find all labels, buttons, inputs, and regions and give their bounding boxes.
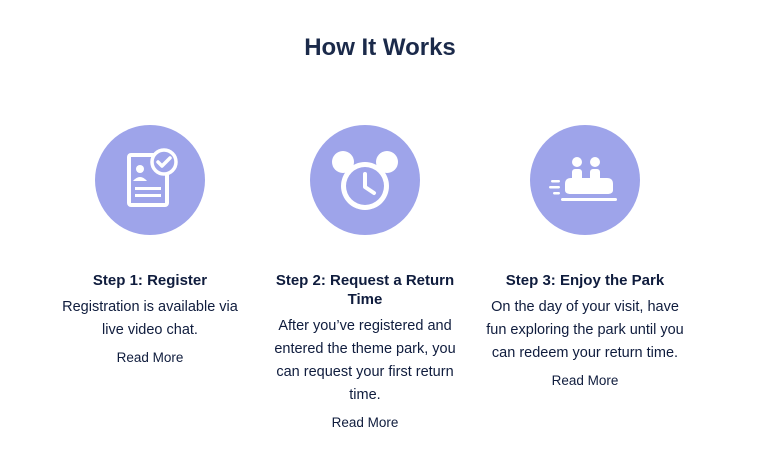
step-description: Registration is available via live video…	[62, 299, 238, 338]
step-title: Step 1: Register	[92, 272, 208, 289]
step-description: On the day of your visit, have fun explo…	[486, 299, 684, 361]
step-title: Step 3: Enjoy the Park	[505, 272, 665, 289]
read-more-link[interactable]: Read More	[331, 415, 399, 430]
page-title: How It Works	[304, 34, 456, 61]
ride-vehicle-icon	[530, 125, 640, 235]
mickey-clock-icon	[310, 125, 420, 235]
registration-checkmark-icon	[95, 125, 205, 235]
step-enjoy-park: Step 3: Enjoy the Park On the day of you…	[485, 125, 685, 390]
step-title: Step 2: Request a Return Time	[275, 272, 455, 308]
step-description: After you’ve registered and entered the …	[274, 318, 456, 403]
step-register: Step 1: Register Registration is availab…	[50, 125, 250, 367]
step-request-return-time: Step 2: Request a Return Time After you’…	[265, 125, 465, 432]
read-more-link[interactable]: Read More	[116, 350, 184, 365]
read-more-link[interactable]: Read More	[551, 373, 619, 388]
